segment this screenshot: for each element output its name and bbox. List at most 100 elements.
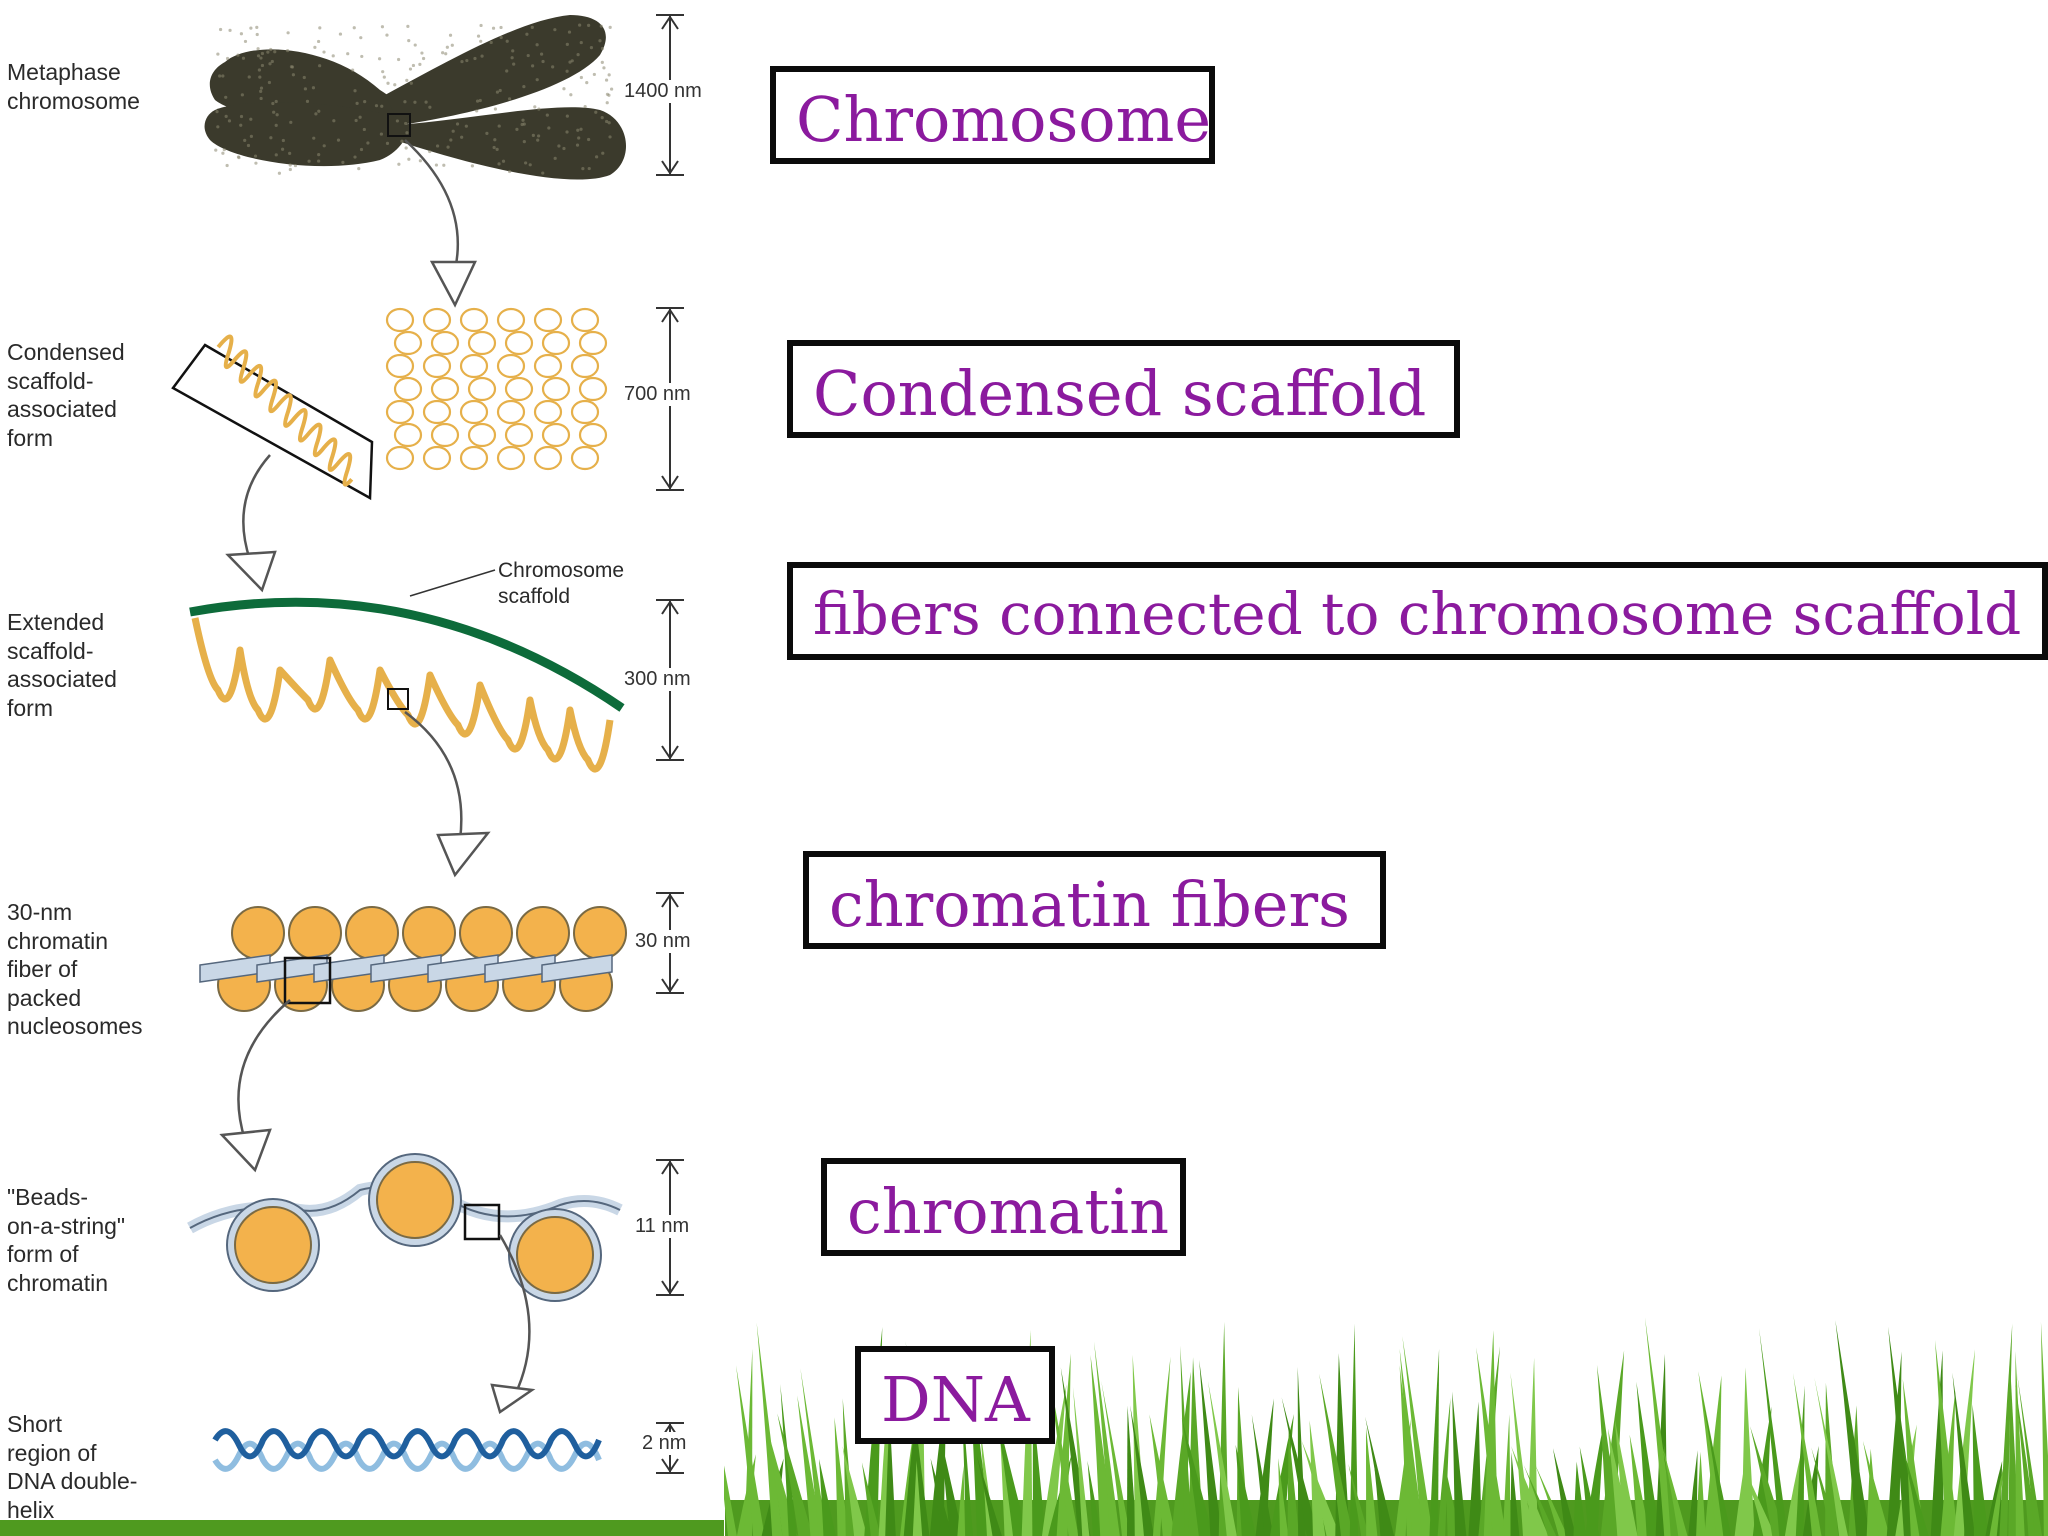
chromosome-texture-dot: [338, 32, 343, 36]
nucleosome: [345, 906, 399, 960]
scaffold-callout-line: Chromosome: [498, 559, 625, 582]
grass-blade: [777, 1413, 813, 1536]
chromosome-texture-dot: [322, 144, 326, 148]
chromosome-texture-dot: [341, 160, 345, 164]
chromosome-texture-dot: [312, 136, 316, 140]
chromosome-texture-dot: [413, 100, 417, 104]
panel-bottom-strip: [0, 1520, 724, 1536]
chromosome-texture-dot: [600, 116, 604, 120]
grass-blade: [819, 1458, 836, 1536]
chromosome-texture-dot: [360, 54, 364, 59]
grass-blade: [1629, 1434, 1650, 1536]
scale-bar-arrow: [661, 15, 679, 30]
chromosome-texture-dot: [525, 32, 529, 36]
stage-label-line: form: [7, 424, 53, 451]
chromosome-texture-dot: [495, 90, 500, 94]
grass-blade: [1696, 1451, 1706, 1536]
chromatid-left-bottom: [204, 102, 408, 167]
scale-bar-arrow: [661, 745, 679, 760]
fiber-loop: [430, 422, 460, 448]
chromosome-texture-dot: [311, 86, 316, 90]
chromosome-texture-dot: [499, 35, 503, 40]
chromosome-texture-dot: [565, 114, 569, 118]
chromosome-texture-dot: [293, 163, 298, 168]
figure-panel: [0, 0, 724, 1520]
chromosome-texture-dot: [270, 59, 274, 64]
chromosome-texture-dot: [359, 147, 364, 152]
chromosome-texture-dot: [380, 25, 385, 29]
chromosome-texture-dot: [273, 50, 277, 54]
grass-blade: [1573, 1461, 1587, 1536]
chromosome-texture-dot: [510, 56, 514, 60]
chromosome-texture-dot: [583, 104, 587, 109]
chromosome-texture-dot: [380, 104, 384, 108]
stage-label-line: region of: [7, 1439, 97, 1466]
chromosome-texture-dot: [353, 89, 357, 93]
chromosome-texture-dot: [259, 86, 264, 90]
fiber-loop: [393, 330, 423, 356]
grass-blade: [1741, 1367, 1755, 1536]
chromosome-texture-dot: [604, 78, 609, 82]
chromosome-texture-dot: [585, 81, 589, 85]
chromosome-texture-dot: [530, 25, 534, 29]
chromosome-texture-dot: [316, 39, 321, 44]
chromosome-texture-dot: [228, 28, 232, 32]
stage-label-line: DNA double-: [7, 1468, 138, 1494]
chromosome-texture-dot: [269, 47, 273, 52]
fiber-loop: [541, 422, 571, 448]
chromosome-texture-dot: [522, 85, 526, 89]
chromosome-texture-dot: [354, 118, 358, 123]
chromosome-texture-dot: [579, 75, 583, 80]
chromosome-texture-dot: [243, 138, 247, 142]
fiber-loop: [496, 399, 526, 425]
fiber-loop: [459, 445, 489, 471]
grass-blade: [1510, 1452, 1520, 1536]
chromosome-texture-dot: [478, 98, 482, 103]
chromosome-texture-dot: [272, 110, 276, 114]
chromosome-texture-dot: [497, 162, 501, 166]
grass-blade: [1862, 1440, 1890, 1536]
chromosome-texture-dot: [355, 101, 359, 105]
chromosome-texture-dot: [493, 107, 498, 111]
chromosome-texture-dot: [224, 95, 228, 99]
stage-label-line: Extended: [7, 609, 105, 635]
grass-blade: [1811, 1447, 1839, 1536]
chromosome-texture-dot: [286, 31, 290, 35]
grass-blade: [1429, 1348, 1440, 1536]
chromosome-texture-dot: [317, 159, 321, 163]
chromosome-texture-dot: [485, 131, 489, 135]
chromosome-texture-dot: [473, 56, 477, 61]
scale-bar-arrow: [661, 160, 679, 175]
chromosome-texture-dot: [607, 121, 611, 125]
fiber-loop: [570, 445, 600, 471]
chromosome-texture-dot: [407, 157, 411, 161]
grass-blade: [1101, 1380, 1131, 1536]
chromosome-texture-dot: [249, 117, 253, 121]
chromosome-texture-dot: [577, 136, 581, 140]
chromosome-texture-dot: [289, 65, 294, 69]
grass-blade: [1701, 1393, 1732, 1536]
stage-label-line: on-a-string": [7, 1212, 126, 1239]
chromosome-texture-dot: [600, 46, 605, 51]
chromosome-texture-dot: [498, 88, 502, 93]
chromosome-texture-dot: [336, 138, 341, 142]
fiber-loop: [541, 330, 571, 356]
chromosome-texture-dot: [608, 135, 612, 139]
nucleosome: [516, 906, 570, 960]
chromosome-texture-dot: [553, 28, 557, 32]
zoom-arrow-shaft: [498, 1234, 531, 1396]
grass-blade: [1743, 1465, 1776, 1536]
stage-label-line: form: [7, 694, 53, 721]
chromosome-texture-dot: [303, 87, 308, 91]
chromosome-texture-dot: [260, 63, 265, 68]
chromosome-texture-dot: [557, 144, 561, 148]
chromosome-texture-dot: [269, 136, 273, 140]
chromosome-texture-dot: [497, 124, 501, 128]
fiber-loop: [578, 422, 608, 448]
scale-bar-arrow: [661, 308, 679, 323]
chromosome-texture-dot: [351, 68, 355, 72]
nucleosome: [234, 1206, 312, 1284]
chromosome-texture-dot: [455, 122, 460, 126]
scale-bar-arrow: [661, 600, 679, 615]
grass-blade: [1476, 1347, 1507, 1536]
